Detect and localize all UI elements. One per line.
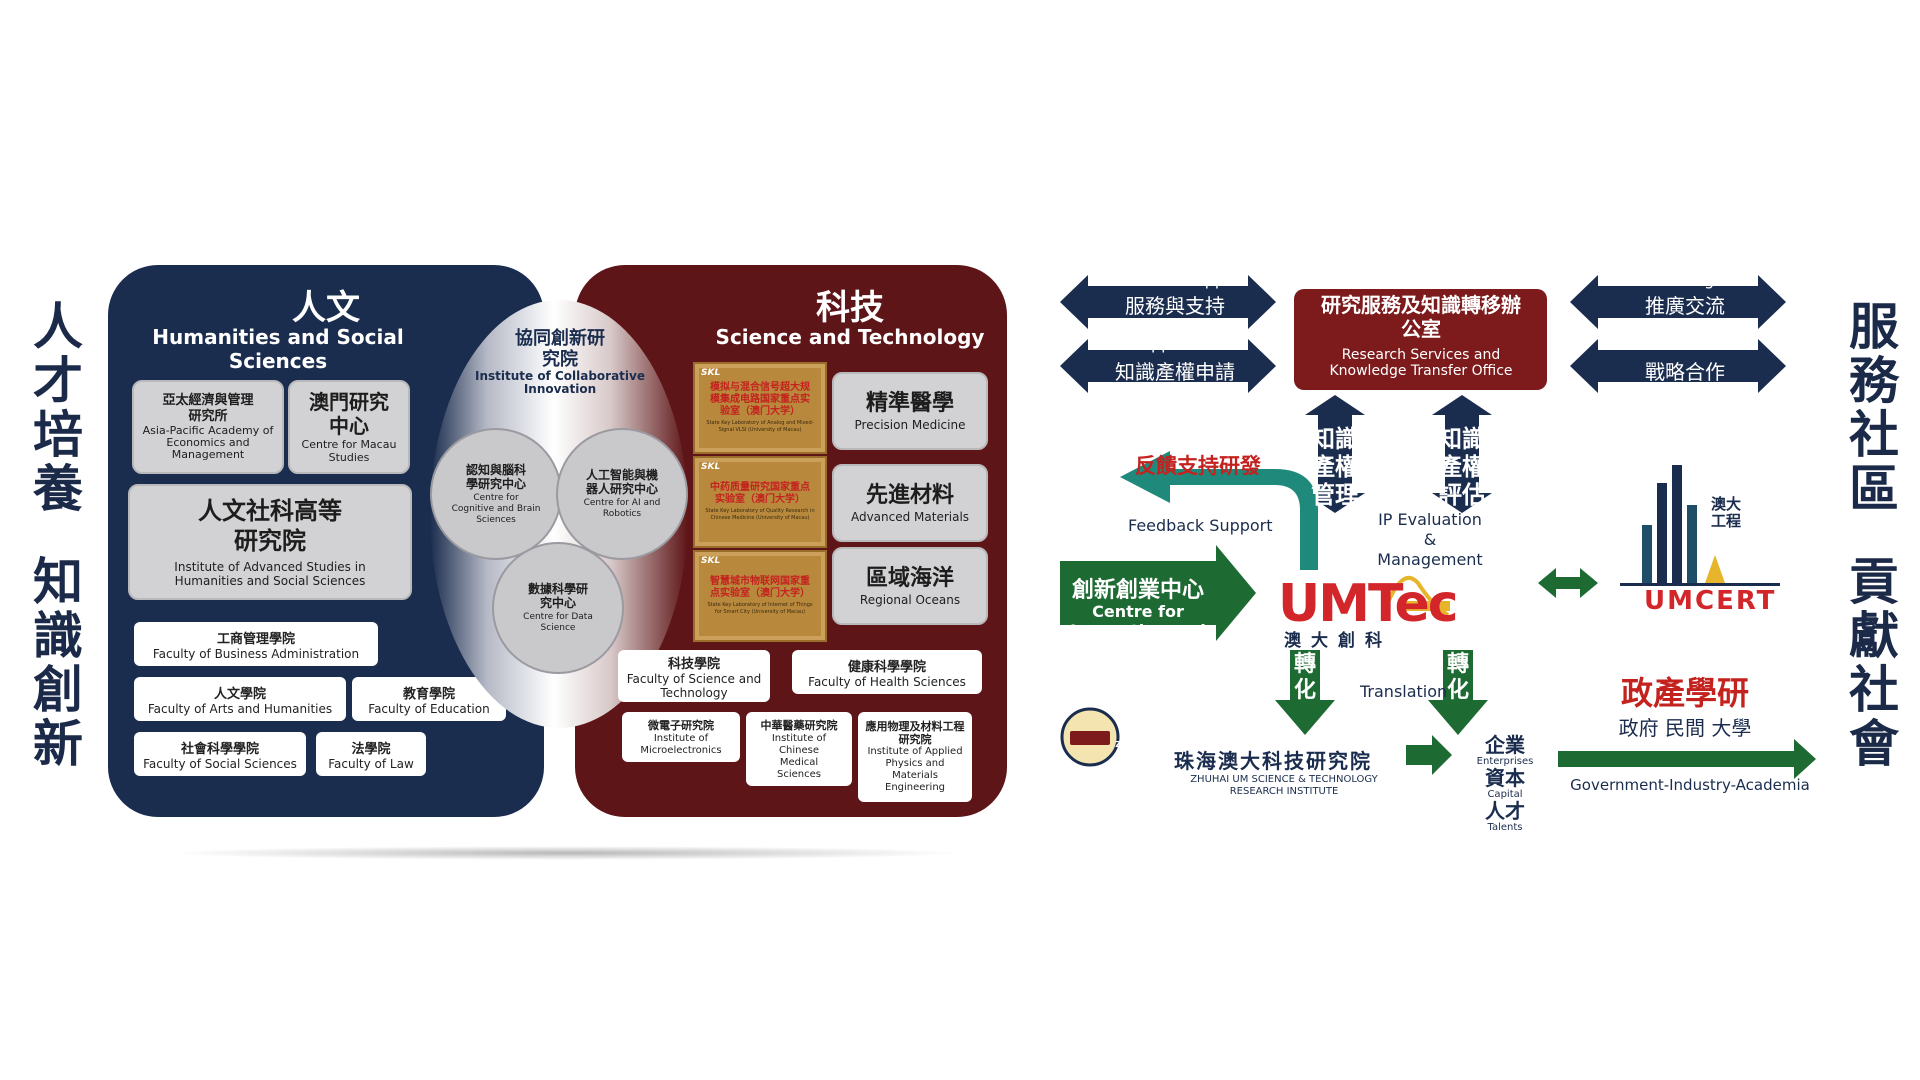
conversion-left-cn: 轉化	[1293, 652, 1316, 703]
faculty-health-sciences: 健康科學學院 Faculty of Health Sciences	[792, 650, 982, 694]
feedback-en: Feedback Support	[1128, 516, 1273, 535]
rsk-office-box	[1294, 289, 1547, 390]
gov-industry-academia-cn: 政產學研	[1620, 674, 1749, 712]
faculty-education: 教育學院 Faculty of Education	[352, 677, 506, 721]
skl-analog-vlsi-plaque: SKL 模拟与混合信号超大规模集成电路国家重点实验室（澳门大学） State K…	[693, 362, 827, 454]
science-title-en: Science and Technology	[715, 325, 985, 349]
institute-chinese-medical: 中華醫藥研究院 Institute of Chinese Medical Sci…	[746, 712, 852, 786]
cie-arrow	[1060, 545, 1256, 641]
exchange-arrow	[1570, 275, 1786, 329]
gov-industry-academia-sub: 政府 民間 大學	[1618, 716, 1752, 740]
skl-chinese-medicine-plaque: SKL 中药质量研究国家重点实验室（澳门大学） State Key Labora…	[693, 456, 827, 548]
precision-medicine: 精準醫學 Precision Medicine	[832, 372, 988, 450]
exchange-cn: 推廣交流	[1645, 294, 1725, 318]
ip-evaluation-cn: 知識產權評估	[1438, 425, 1486, 509]
zumri-cn: 珠海澳大科技研究院	[1174, 749, 1372, 773]
umcert-logo: UMCERT	[1644, 586, 1777, 616]
umtec-logo: UMTec	[1278, 574, 1459, 634]
cie-en: Centre for Innovation and Entrepreneursh…	[1060, 602, 1219, 659]
exchange-en: Exchange	[1645, 270, 1725, 289]
ip-management-cn: 知識產權管理	[1311, 425, 1359, 509]
panel-shadow	[165, 846, 965, 860]
faculty-science-technology: 科技學院 Faculty of Science and Technology	[618, 650, 770, 702]
rsk-office-cn: 研究服務及知識轉移辦公室	[1321, 293, 1521, 341]
cie-cn: 創新創業中心	[1071, 578, 1204, 603]
institute-applied-physics: 應用物理及材料工程研究院 Institute of Applied Physic…	[858, 712, 972, 802]
conversion-right-cn: 轉化	[1446, 652, 1469, 703]
umtec-gold-bar	[1398, 601, 1450, 611]
left-slogan-1: 人才培養	[25, 300, 83, 516]
skl-smart-city-plaque: SKL 智慧城市物联网国家重点实验室（澳门大学） State Key Labor…	[693, 550, 827, 642]
faculty-social-sciences: 社會科學學院 Faculty of Social Sciences	[134, 732, 306, 776]
macau-studies-centre: 澳門研究中心 Centre for Macau Studies	[288, 380, 410, 474]
cognitive-brain-centre: 認知與腦科學研究中心 Centre for Cognitive and Brai…	[430, 428, 562, 560]
science-title-cn: 科技	[816, 288, 884, 328]
services-diagram-shapes	[1060, 275, 1816, 779]
service-support-en: Service & Support	[1102, 270, 1248, 289]
institute-microelectronics: 微電子研究院 Institute of Microelectronics	[622, 712, 740, 762]
ip-application-arrow	[1060, 339, 1276, 393]
ip-application-en: IP Application	[1120, 334, 1230, 353]
zumri-arrow	[1406, 735, 1452, 775]
ip-evaluation-en: IP Evaluation & Management	[1377, 510, 1483, 569]
enterprise-capital-talents: 企業 Enterprises 資本 Capital 人才 Talents	[1476, 733, 1534, 833]
humanities-title-cn: 人文	[292, 288, 360, 328]
right-slogan-1: 服務社區	[1841, 300, 1899, 516]
translation-label: Translation	[1360, 682, 1448, 701]
umcert-building-icon	[1620, 465, 1780, 586]
apa-institute: 亞太經濟與管理研究所 Asia-Pacific Academy of Econo…	[132, 380, 284, 474]
collaboration-en: Collaboration	[1631, 334, 1739, 353]
service-support-cn: 服務與支持	[1125, 294, 1225, 318]
umtec-cn: 澳大創科	[1284, 631, 1392, 651]
collab-institute-title: 協同創新研究院 Institute of Collaborative Innov…	[474, 328, 645, 396]
collaboration-arrow	[1570, 339, 1786, 393]
collaboration-cn: 戰略合作	[1645, 360, 1725, 384]
feedback-cn: 反饋支持研發	[1135, 454, 1261, 478]
regional-oceans: 區域海洋 Regional Oceans	[832, 547, 988, 625]
ias-institute: 人文社科高等研究院 Institute of Advanced Studies …	[128, 484, 412, 600]
feedback-arrow	[1120, 451, 1318, 570]
umcert-cn: 澳大工程	[1710, 495, 1741, 530]
faculty-law: 法學院 Faculty of Law	[316, 732, 426, 776]
zumri-en: ZHUHAI UM SCIENCE & TECHNOLOGY RESEARCH …	[1190, 774, 1378, 797]
faculty-business: 工商管理學院 Faculty of Business Administratio…	[134, 622, 378, 666]
ip-evaluation-arrow	[1432, 395, 1492, 513]
ip-management-arrow	[1305, 395, 1365, 513]
conversion-arrow-left	[1275, 650, 1335, 735]
rsk-office-en: Research Services and Knowledge Transfer…	[1329, 347, 1513, 379]
conversion-arrow-right	[1428, 650, 1488, 735]
faculty-arts: 人文學院 Faculty of Arts and Humanities	[134, 677, 346, 721]
right-slogan-2: 貢獻社會	[1841, 555, 1899, 771]
data-science-centre: 數據科學研究中心 Centre for Data Science	[492, 542, 624, 674]
left-slogan-2: 知識創新	[25, 555, 83, 771]
umtec-umcert-arrow	[1538, 568, 1598, 598]
ip-application-cn: 知識產權申請	[1115, 360, 1235, 384]
zumri-badge-text: ZUMRI	[1115, 740, 1145, 749]
government-arrow	[1558, 739, 1816, 779]
service-support-arrow	[1060, 275, 1276, 329]
ai-robotics-centre: 人工智能與機器人研究中心 Centre for AI and Robotics	[556, 428, 688, 560]
gov-industry-academia-en: Government-Industry-Academia	[1570, 776, 1810, 794]
advanced-materials: 先進材料 Advanced Materials	[832, 464, 988, 542]
humanities-title-en: Humanities and Social Sciences	[152, 325, 404, 373]
